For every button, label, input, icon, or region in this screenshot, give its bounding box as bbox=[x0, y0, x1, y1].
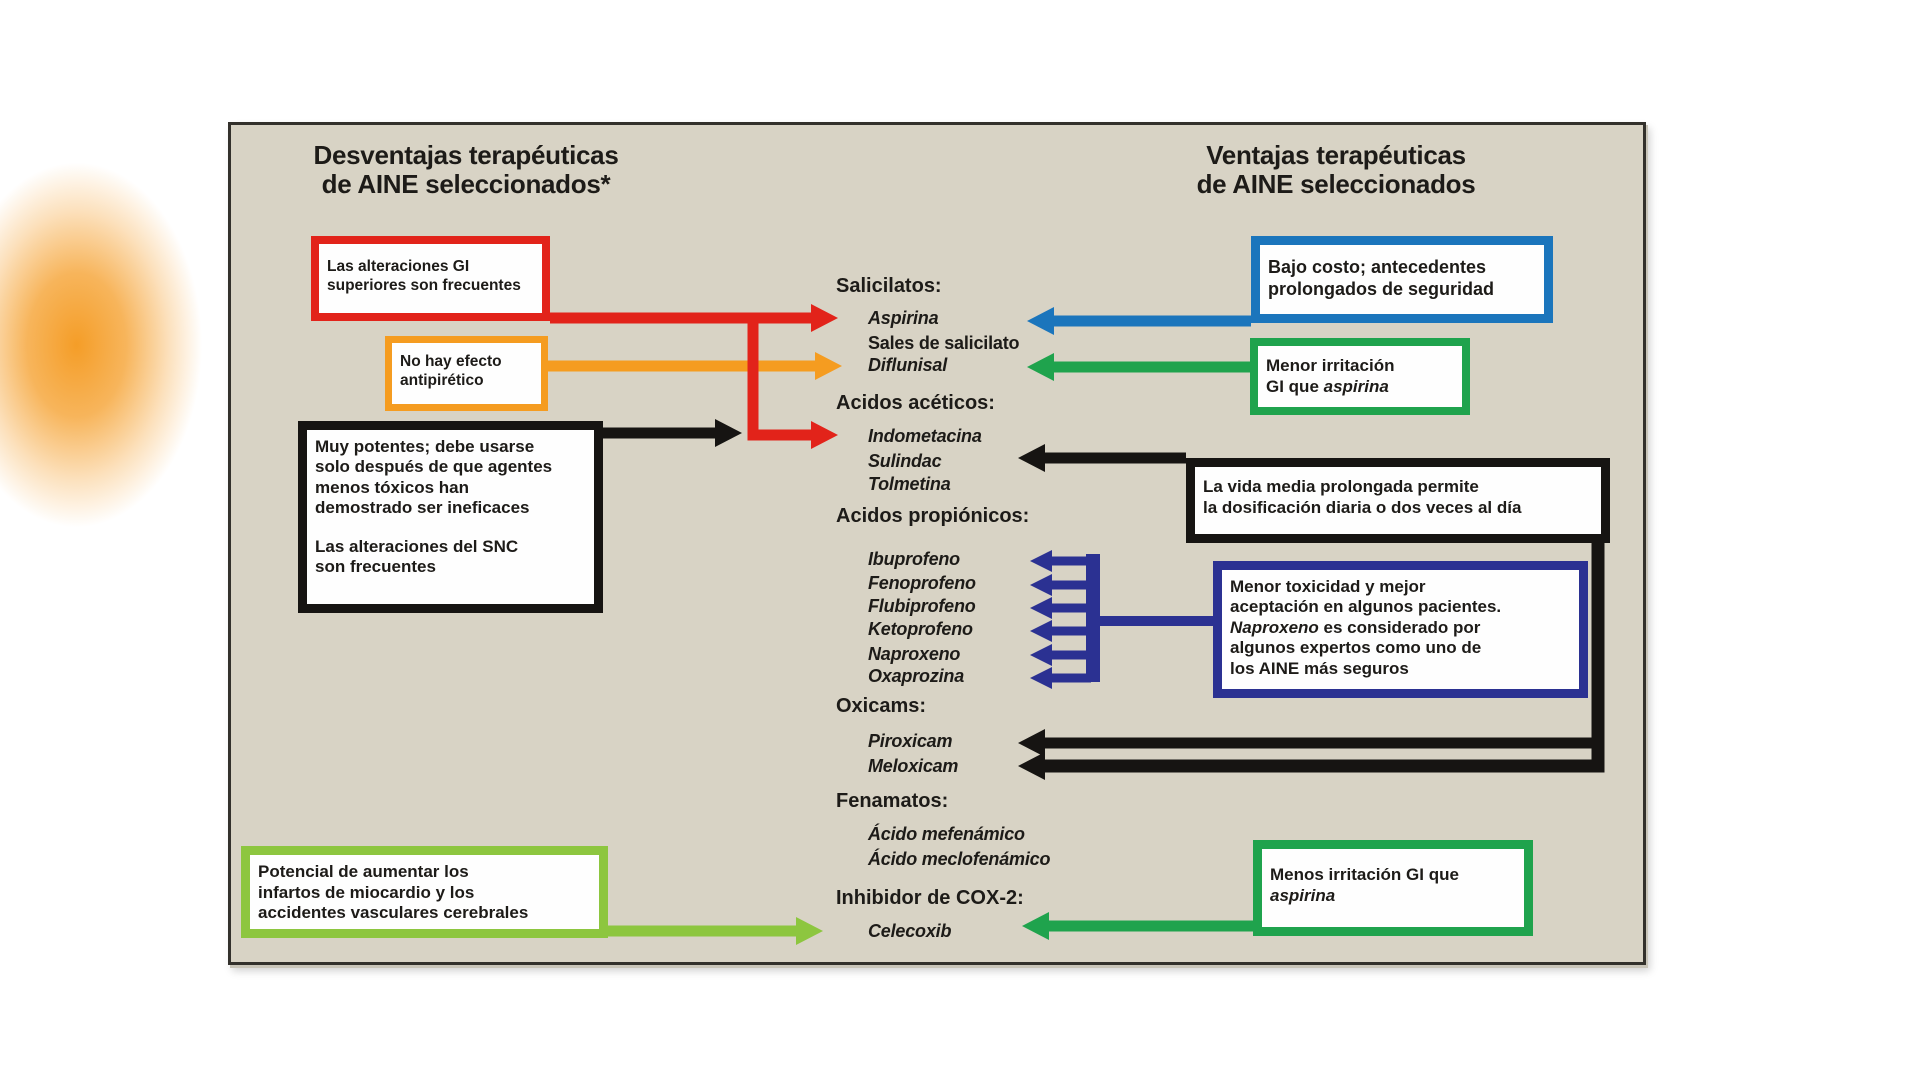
lower-toxicity-box: Menor toxicidad y mejor aceptación en al… bbox=[1213, 561, 1588, 698]
very-potent-p1-line1: Muy potentes; debe usarse bbox=[315, 437, 535, 456]
lower-toxicity-line3-rest: es considerado por bbox=[1318, 617, 1481, 637]
drug-meloxicam: Meloxicam bbox=[868, 756, 959, 776]
advantages-title-line2: de AINE seleccionados bbox=[1196, 169, 1476, 199]
lower-toxicity-line4: algunos expertos como uno de bbox=[1230, 638, 1482, 658]
less-irritation-cox2-box: Menos irritación GI que aspirina bbox=[1253, 840, 1533, 936]
very-potent-box: Muy potentes; debe usarse solo después d… bbox=[298, 421, 603, 613]
cardio-risk-line1: Potencial de aumentar los bbox=[258, 862, 469, 881]
drug-acido-meclofenamico: Ácido meclofenámico bbox=[868, 849, 1051, 869]
category-cox2-inhibitor: Inhibidor de COX-2: bbox=[836, 887, 1024, 909]
low-cost-line2: prolongados de seguridad bbox=[1268, 278, 1495, 299]
drug-tolmetina: Tolmetina bbox=[868, 474, 951, 494]
drug-acido-mefenamico: Ácido mefenámico bbox=[868, 824, 1025, 844]
less-irritation-line2-italic: aspirina bbox=[1270, 885, 1336, 905]
drug-sulindac: Sulindac bbox=[868, 451, 942, 471]
half-life-line2: la dosificación diaria o dos veces al dí… bbox=[1203, 497, 1522, 517]
orange-glow-decoration bbox=[0, 105, 235, 585]
cardio-risk-line3: accidentes vasculares cerebrales bbox=[258, 903, 529, 923]
red-arrow bbox=[550, 304, 838, 449]
cardio-risk-box: Potencial de aumentar los infartos de mi… bbox=[241, 846, 608, 938]
category-propionic-acids: Acidos propiónicos: bbox=[836, 505, 1030, 527]
less-gi-line2: GI que aspirina bbox=[1266, 377, 1454, 398]
no-antipyretic-line2: antipirético bbox=[400, 371, 484, 389]
category-salicylates: Salicilatos: bbox=[836, 275, 942, 297]
gi-alterations-line1: Las alteraciones GI bbox=[327, 258, 470, 275]
drug-naproxeno: Naproxeno bbox=[868, 644, 961, 664]
very-potent-p1-line3: menos tóxicos han bbox=[315, 477, 469, 497]
drug-diflunisal: Diflunisal bbox=[868, 355, 948, 375]
black-sulindac-arrow bbox=[1018, 444, 1186, 472]
disadvantages-title-line2: de AINE seleccionados* bbox=[321, 169, 611, 199]
no-antipyretic-box: No hay efecto antipirético bbox=[385, 336, 548, 411]
very-potent-p1-line2: solo después de que agentes bbox=[315, 457, 553, 477]
low-cost-box: Bajo costo; antecedentes prolongados de … bbox=[1251, 236, 1553, 323]
drug-indometacina: Indometacina bbox=[868, 426, 982, 446]
low-cost-line1: Bajo costo; antecedentes bbox=[1268, 257, 1487, 277]
lower-toxicity-line5: los AINE más seguros bbox=[1230, 658, 1409, 678]
disadvantages-title: Desventajas terapéuticas de AINE selecci… bbox=[256, 141, 676, 199]
half-life-line1: La vida media prolongada permite bbox=[1203, 477, 1479, 496]
less-gi-line2-text: GI que bbox=[1266, 376, 1324, 396]
lower-toxicity-line3-italic: Naproxeno bbox=[1230, 617, 1319, 637]
drug-sales-de-salicilato: Sales de salicilato bbox=[868, 333, 1020, 353]
black-left-arrow bbox=[603, 419, 742, 447]
orange-arrow bbox=[548, 352, 842, 380]
category-fenamates: Fenamatos: bbox=[836, 790, 949, 812]
green-top-arrow bbox=[1027, 353, 1250, 381]
less-gi-line2-italic: aspirina bbox=[1323, 376, 1389, 396]
very-potent-p2-line2: son frecuentes bbox=[315, 556, 436, 576]
lower-toxicity-line2: aceptación en algunos pacientes. bbox=[1230, 597, 1502, 617]
black-oxicam-arrows bbox=[1018, 543, 1605, 780]
drug-ibuprofeno: Ibuprofeno bbox=[868, 549, 960, 569]
half-life-box: La vida media prolongada permite la dosi… bbox=[1186, 458, 1610, 543]
drug-ketoprofeno: Ketoprofeno bbox=[868, 619, 973, 639]
drug-fenoprofeno: Fenoprofeno bbox=[868, 573, 976, 593]
nsaid-comparison-diagram: Desventajas terapéuticas de AINE selecci… bbox=[228, 122, 1646, 965]
advantages-title: Ventajas terapéuticas de AINE selecciona… bbox=[1121, 141, 1551, 199]
disadvantages-title-line1: Desventajas terapéuticas bbox=[313, 140, 619, 170]
gi-alterations-box: Las alteraciones GI superiores son frecu… bbox=[311, 236, 550, 321]
no-antipyretic-line1: No hay efecto bbox=[400, 353, 502, 370]
blue-arrow bbox=[1027, 307, 1251, 335]
arrow-layer bbox=[548, 304, 1605, 945]
gi-alterations-line2: superiores son frecuentes bbox=[327, 276, 521, 294]
drug-oxaprozina: Oxaprozina bbox=[868, 666, 965, 686]
advantages-title-line1: Ventajas terapéuticas bbox=[1206, 140, 1466, 170]
paragraph-gap bbox=[315, 519, 586, 537]
very-potent-p2-line1: Las alteraciones del SNC bbox=[315, 536, 519, 556]
cardio-risk-line2: infartos de miocardio y los bbox=[258, 882, 475, 902]
category-acetic-acids: Acidos acéticos: bbox=[836, 392, 995, 414]
lime-arrow bbox=[605, 917, 823, 945]
navy-fork-arrows bbox=[1030, 550, 1215, 689]
lower-toxicity-line1: Menor toxicidad y mejor bbox=[1230, 577, 1426, 596]
category-oxicams: Oxicams: bbox=[836, 695, 927, 717]
very-potent-p1-line4: demostrado ser ineficaces bbox=[315, 498, 530, 518]
less-gi-irritation-box: Menor irritación GI que aspirina bbox=[1250, 338, 1470, 415]
less-gi-line1: Menor irritación bbox=[1266, 356, 1395, 375]
drug-piroxicam: Piroxicam bbox=[868, 731, 953, 751]
drug-flubiprofeno: Flubiprofeno bbox=[868, 596, 976, 616]
drug-aspirina: Aspirina bbox=[868, 308, 939, 328]
less-irritation-line1: Menos irritación GI que bbox=[1270, 865, 1459, 884]
green-bottom-arrow bbox=[1022, 912, 1253, 940]
drug-celecoxib: Celecoxib bbox=[868, 921, 952, 941]
lower-toxicity-line3: Naproxeno es considerado por bbox=[1230, 618, 1571, 638]
